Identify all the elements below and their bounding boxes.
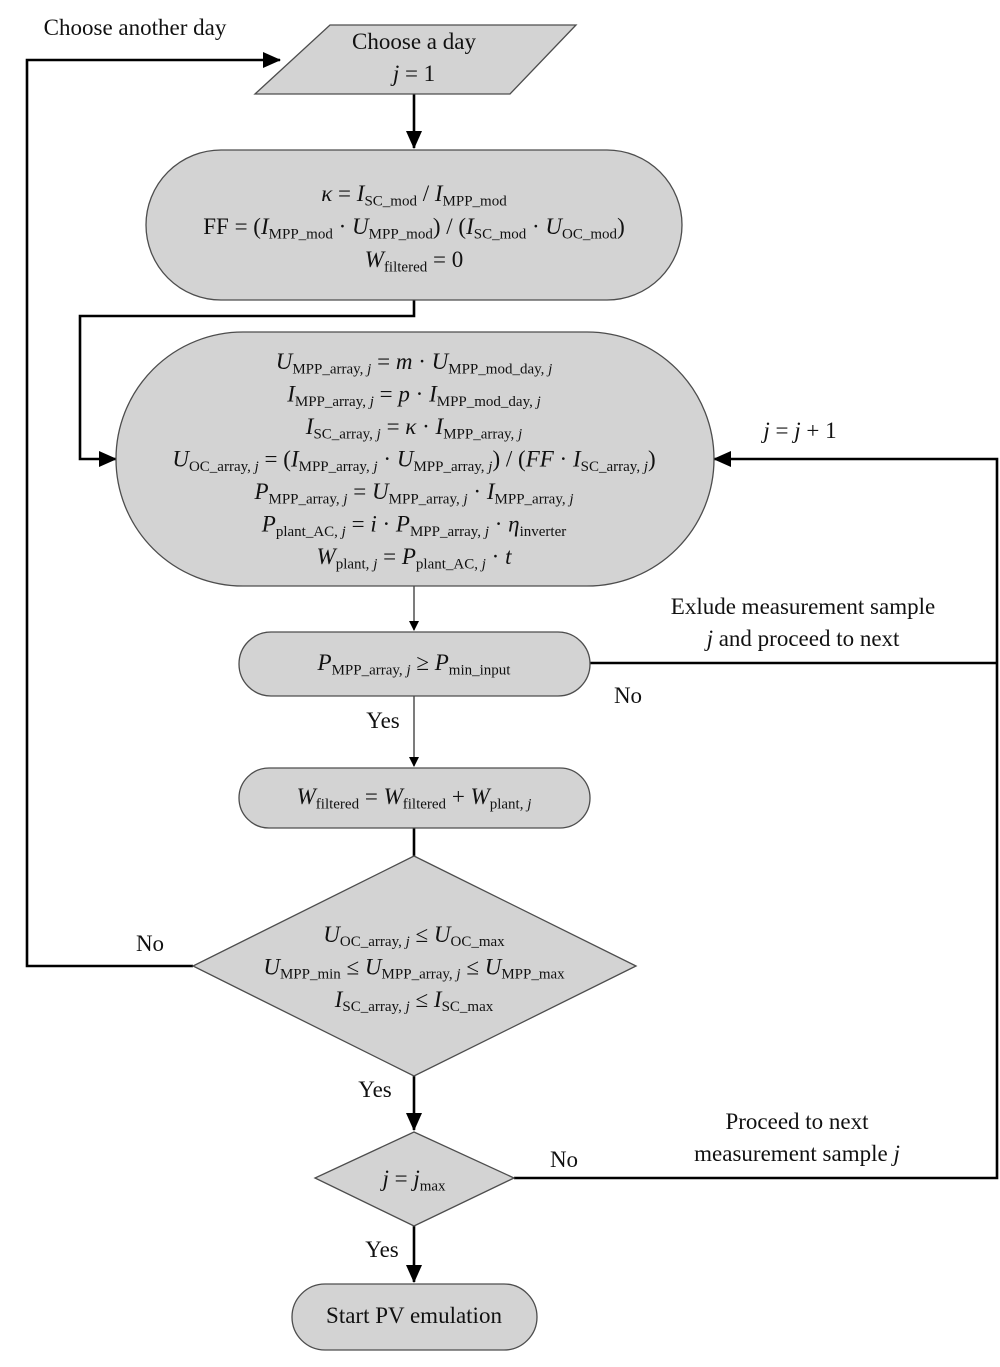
label-j-increment-line: j = j + 1 xyxy=(760,418,836,443)
limits-condition-text-line: UMPP_min ≤ UMPP_array, j ≤ UMPP_max xyxy=(263,955,565,983)
init-process-box xyxy=(145,149,683,301)
threshold-box xyxy=(238,631,591,697)
label-last-yes-line: Yes xyxy=(365,1237,399,1262)
init-formula-text-line: FF = (IMPP_mod · UMPP_mod) / (ISC_mod · … xyxy=(203,214,624,243)
init-formula-text-line: κ = ISC_mod / IMPP_mod xyxy=(321,181,507,210)
compute-formula-text-line: UMPP_array, j = m · UMPP_mod_day, j xyxy=(276,349,553,378)
compute-formula-text-line: UOC_array, j = (IMPP_array, j · UMPP_arr… xyxy=(172,447,655,476)
limits-condition-text-line: UOC_array, j ≤ UOC_max xyxy=(323,922,505,950)
compute-formula-text-line: Wplant, j = Pplant_AC, j · t xyxy=(317,544,513,573)
connector-init-to-compute xyxy=(78,300,416,467)
end-text: Start PV emulation xyxy=(326,1303,502,1328)
label-limits-no-line: No xyxy=(136,931,164,956)
limits-condition-text-line: ISC_array, j ≤ ISC_max xyxy=(334,987,494,1015)
node-shapes xyxy=(115,24,715,1351)
end-terminal xyxy=(291,1283,538,1351)
label-choose-another-day-line: Choose another day xyxy=(44,15,227,40)
accumulate-box xyxy=(238,767,591,829)
last-check-diamond xyxy=(313,1131,516,1227)
start-text: Choose a day j = 1 xyxy=(352,29,476,86)
end-text-line: Start PV emulation xyxy=(326,1303,502,1328)
label-limits-yes: Yes xyxy=(358,1077,392,1102)
label-last-no: No xyxy=(550,1147,578,1172)
label-proceed-next-line: Proceed to next xyxy=(725,1109,869,1134)
connector-limits-no-loop xyxy=(25,52,281,968)
accumulate-formula-text-line: Wfiltered = Wfiltered + Wplant, j xyxy=(297,784,532,813)
start-text-line: j = 1 xyxy=(390,61,435,86)
init-formula-text-line: Wfiltered = 0 xyxy=(365,247,463,276)
label-last-yes: Yes xyxy=(365,1237,399,1262)
connectors xyxy=(25,52,999,1283)
label-proceed-next: Proceed to next measurement sample j xyxy=(694,1109,900,1166)
label-exclude-sample-line: Exlude measurement sample xyxy=(671,594,935,619)
label-threshold-no-line: No xyxy=(614,683,642,708)
label-last-no-line: No xyxy=(550,1147,578,1172)
label-proceed-next-line: measurement sample j xyxy=(694,1141,900,1166)
start-parallelogram xyxy=(253,24,578,95)
threshold-condition-text-line: PMPP_array, j ≥ Pmin_input xyxy=(317,650,512,679)
compute-formula-text: UMPP_array, j = m · UMPP_mod_day, j IMPP_… xyxy=(172,349,655,573)
compute-process-box xyxy=(115,331,715,587)
threshold-condition-text: PMPP_array, j ≥ Pmin_input xyxy=(317,650,512,679)
label-limits-no: No xyxy=(136,931,164,956)
last-check-text-line: j = jmax xyxy=(379,1166,446,1195)
start-text-line: Choose a day xyxy=(352,29,476,54)
compute-formula-text-line: ISC_array, j = κ · IMPP_array, j xyxy=(305,414,522,443)
label-exclude-sample-line: j and proceed to next xyxy=(704,626,900,651)
compute-formula-text-line: Pplant_AC, j = i · PMPP_array, j · ηinve… xyxy=(261,512,566,541)
last-check-text: j = jmax xyxy=(379,1166,446,1195)
init-formula-text: κ = ISC_mod / IMPP_mod FF = (IMPP_mod · U… xyxy=(203,181,624,276)
compute-formula-text-line: IMPP_array, j = p · IMPP_mod_day, j xyxy=(286,382,541,411)
compute-formula-text-line: PMPP_array, j = UMPP_array, j · IMPP_arr… xyxy=(253,479,573,508)
label-limits-yes-line: Yes xyxy=(358,1077,392,1102)
connector-lastcheck-no-loop xyxy=(514,451,999,1180)
label-j-increment: j = j + 1 xyxy=(760,418,836,443)
limits-diamond xyxy=(191,855,638,1077)
label-threshold-yes: Yes xyxy=(366,708,400,733)
label-choose-another-day: Choose another day xyxy=(44,15,227,40)
accumulate-formula-text: Wfiltered = Wfiltered + Wplant, j xyxy=(297,784,532,813)
label-exclude-sample: Exlude measurement sample j and proceed t… xyxy=(671,594,935,651)
label-threshold-no: No xyxy=(614,683,642,708)
label-threshold-yes-line: Yes xyxy=(366,708,400,733)
